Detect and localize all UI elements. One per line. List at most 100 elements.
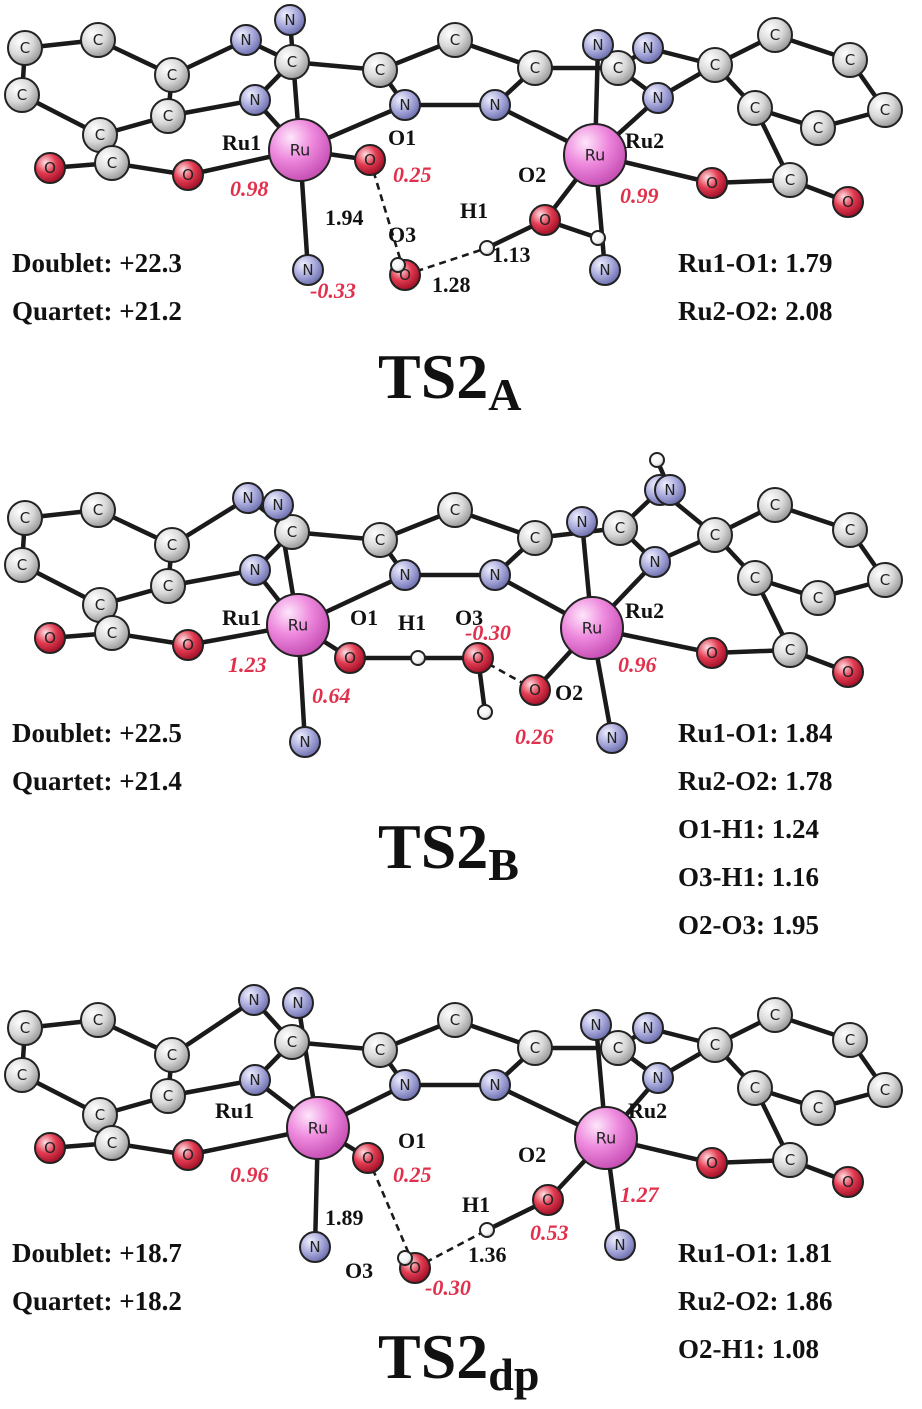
oxygen-atom: [334, 642, 366, 674]
carbon-symbol: C: [813, 1099, 823, 1117]
nitrogen-atom: [274, 4, 306, 36]
nitrogen-symbol: N: [249, 91, 260, 109]
nitrogen-atom: [596, 722, 628, 754]
carbon-symbol: C: [770, 1006, 780, 1024]
label-h1: H1: [460, 198, 488, 223]
carbon-atom: [757, 487, 793, 523]
carbon-atom: [737, 1070, 773, 1106]
carbon-symbol: C: [785, 641, 795, 659]
oxygen-atom: [34, 152, 66, 184]
nitrogen-symbol: N: [242, 489, 253, 507]
carbon-atom: [94, 615, 130, 651]
nitrogen-symbol: N: [399, 96, 410, 114]
label-h1: H1: [462, 1192, 490, 1217]
quartet-energy: Quartet: +21.2: [12, 296, 182, 326]
nitrogen-atom: [389, 89, 421, 121]
carbon-atom: [800, 1090, 836, 1126]
carbon-atom: [80, 1002, 116, 1038]
nitrogen-atom: [239, 554, 271, 586]
nitrogen-atom: [292, 254, 324, 286]
nitrogen-atom: [632, 1012, 664, 1044]
nitrogen-atom: [232, 482, 264, 514]
oxygen-atom: [832, 1166, 864, 1198]
spin-density-label: 0.96: [618, 652, 657, 677]
carbon-symbol: C: [163, 577, 173, 595]
nitrogen-symbol: N: [249, 1071, 260, 1089]
carbon-atom: [7, 1010, 43, 1046]
ruthenium-symbol: Ru: [308, 1119, 329, 1138]
nitrogen-atom: [389, 559, 421, 591]
carbon-symbol: C: [845, 1031, 855, 1049]
carbon-symbol: C: [813, 119, 823, 137]
oxygen-atom: [352, 1142, 384, 1174]
carbon-symbol: C: [107, 154, 117, 172]
hydrogen-atom: [397, 1250, 413, 1266]
carbon-symbol: C: [750, 99, 760, 117]
carbon-atom: [4, 547, 40, 583]
structure-title: TS2dp: [378, 1321, 539, 1400]
ruthenium-atom: [266, 593, 330, 657]
nitrogen-atom: [642, 82, 674, 114]
carbon-symbol: C: [20, 39, 30, 57]
carbon-symbol: C: [93, 1011, 103, 1029]
carbon-symbol: C: [615, 519, 625, 537]
panel-ts2b: CCCCCCCOONNCCCCNNNNCCCCCCCCOORuRuNNNNOOO…: [4, 452, 903, 940]
nitrogen-atom: [479, 1069, 511, 1101]
carbon-atom: [437, 22, 473, 58]
spin-density-label: -0.30: [425, 1275, 471, 1300]
ruthenium-symbol: Ru: [585, 146, 606, 165]
carbon-atom: [154, 1037, 190, 1073]
carbon-symbol: C: [770, 496, 780, 514]
carbon-symbol: C: [95, 126, 105, 144]
spin-density-label: 0.96: [230, 1162, 269, 1187]
nitrogen-atom: [604, 1229, 636, 1261]
carbon-symbol: C: [710, 56, 720, 74]
spin-density-label: -0.30: [465, 620, 511, 645]
carbon-atom: [832, 42, 868, 78]
nitrogen-symbol: N: [299, 733, 310, 751]
carbon-symbol: C: [107, 624, 117, 642]
nitrogen-symbol: N: [642, 1019, 653, 1037]
carbon-atom: [154, 527, 190, 563]
carbon-atom: [832, 512, 868, 548]
oxygen-symbol: O: [364, 151, 376, 169]
carbon-symbol: C: [375, 1041, 385, 1059]
nitrogen-symbol: N: [292, 994, 303, 1012]
carbon-atom: [867, 562, 903, 598]
nitrogen-atom: [582, 29, 614, 61]
hydrogen-atom: [390, 257, 406, 273]
carbon-atom: [867, 92, 903, 128]
carbon-atom: [600, 50, 636, 86]
nitrogen-symbol: N: [302, 261, 313, 279]
nitrogen-atom: [589, 254, 621, 286]
label-o2: O2: [555, 680, 583, 705]
spin-density-label: 1.23: [228, 652, 267, 677]
carbon-symbol: C: [167, 536, 177, 554]
oxygen-symbol: O: [399, 266, 411, 284]
doublet-energy: Doublet: +22.5: [12, 718, 182, 748]
distance-entry: O1-H1: 1.24: [678, 814, 819, 844]
carbon-atom: [832, 1022, 868, 1058]
oxygen-atom: [696, 637, 728, 669]
carbon-symbol: C: [17, 86, 27, 104]
carbon-symbol: C: [613, 59, 623, 77]
nitrogen-atom: [580, 1009, 612, 1041]
label-ru2: Ru2: [625, 598, 664, 623]
distance-entry: Ru1-O1: 1.81: [678, 1238, 833, 1268]
nitrogen-symbol: N: [664, 481, 675, 499]
carbon-symbol: C: [93, 501, 103, 519]
ruthenium-symbol: Ru: [596, 1129, 617, 1148]
distance-entry: Ru2-O2: 1.78: [678, 766, 833, 796]
carbon-symbol: C: [750, 569, 760, 587]
spin-density-label: 0.25: [393, 162, 432, 187]
label-ru2: Ru2: [625, 128, 664, 153]
nitrogen-atom: [479, 89, 511, 121]
nitrogen-symbol: N: [652, 89, 663, 107]
carbon-atom: [772, 632, 808, 668]
nitrogen-atom: [479, 559, 511, 591]
nitrogen-symbol: N: [590, 1016, 601, 1034]
carbon-atom: [274, 44, 310, 80]
carbon-atom: [602, 510, 638, 546]
oxygen-symbol: O: [706, 174, 718, 192]
bond-length-label: 1.28: [432, 272, 471, 297]
